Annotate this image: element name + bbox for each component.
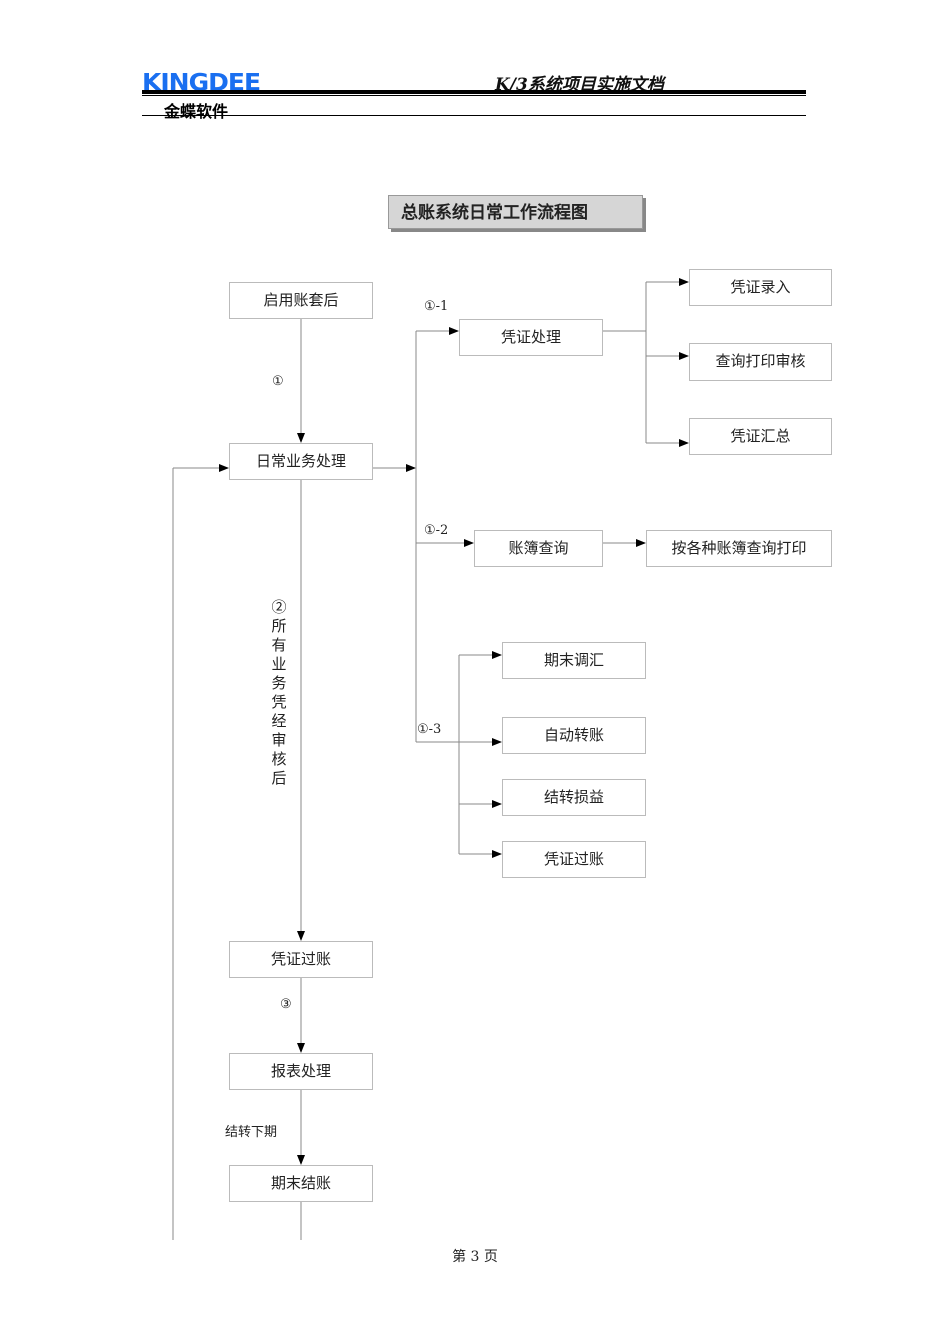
- label-step3: ③: [280, 997, 292, 1012]
- kingdee-logo-cn: 金蝶软件: [164, 102, 229, 121]
- node-post-main: 凭证过账: [229, 941, 373, 978]
- label-step1: ①: [272, 374, 284, 389]
- header-rule-bottom: [142, 115, 806, 116]
- node-entry: 凭证录入: [689, 269, 832, 306]
- node-ledger: 账簿查询: [474, 530, 603, 567]
- node-post-sub: 凭证过账: [502, 841, 646, 878]
- label-step2: ②所有业务凭经审核后: [271, 598, 287, 787]
- node-voucher: 凭证处理: [459, 319, 603, 356]
- node-daily: 日常业务处理: [229, 443, 373, 480]
- header-rule-thin: [142, 95, 806, 96]
- label-step1-3: ①-3: [417, 722, 442, 737]
- page-number: 第 3 页: [452, 1249, 498, 1265]
- node-ledger-print: 按各种账簿查询打印: [646, 530, 832, 567]
- label-step1-2: ①-2: [424, 523, 449, 538]
- label-step1-1: ①-1: [424, 299, 449, 314]
- node-auto: 自动转账: [502, 717, 646, 754]
- label-next-period: 结转下期: [225, 1125, 278, 1140]
- node-fx: 期末调汇: [502, 642, 646, 679]
- node-start: 启用账套后: [229, 282, 373, 319]
- node-pl: 结转损益: [502, 779, 646, 816]
- header-rule: [142, 90, 806, 94]
- node-report: 报表处理: [229, 1053, 373, 1090]
- node-query-print: 查询打印审核: [689, 343, 832, 381]
- flowchart-title: 总账系统日常工作流程图: [388, 195, 643, 229]
- node-summary: 凭证汇总: [689, 418, 832, 455]
- node-close: 期末结账: [229, 1165, 373, 1202]
